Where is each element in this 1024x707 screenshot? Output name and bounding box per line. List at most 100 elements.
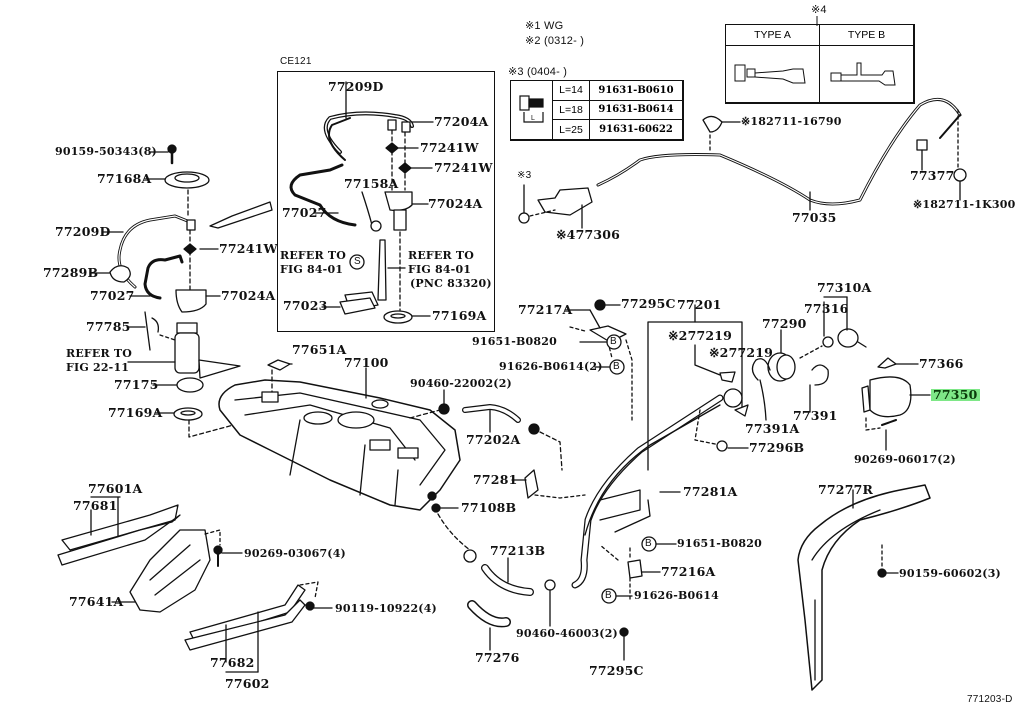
filter-77785 — [126, 311, 176, 351]
part-label[interactable]: 91651-B0820 — [472, 335, 557, 348]
bolt-part-number[interactable]: 91631-B0610 — [590, 81, 683, 101]
part-label[interactable]: 77316 — [804, 301, 849, 316]
part-label[interactable]: 77217A — [518, 302, 573, 317]
pump-bracket-77024A-left — [175, 289, 221, 313]
part-label[interactable]: ※277219 — [668, 328, 733, 343]
type-b-header: TYPE B — [820, 25, 914, 46]
part-label[interactable]: 91651-B0820 — [677, 537, 762, 550]
protector-77641A — [111, 529, 243, 613]
part-label[interactable]: 77277R — [818, 482, 874, 497]
lever-type-table: TYPE A TYPE B — [725, 24, 915, 104]
part-label[interactable]: 77108B — [461, 500, 517, 515]
part-label[interactable]: 77391A — [745, 421, 800, 436]
part-label[interactable]: 77169A — [108, 405, 163, 420]
bolt-length-table: L L=14 91631-B0610 L=18 91631-B0614 L=25… — [510, 80, 684, 141]
filler-pipe-77201 — [571, 304, 749, 589]
part-label[interactable]: 90159-50343(8) — [55, 145, 157, 158]
part-label[interactable]: 77024A — [428, 196, 483, 211]
part-label[interactable]: 77289B — [43, 265, 99, 280]
part-label[interactable]: 77377 — [910, 168, 955, 183]
refer-note: FIG 84-01 — [280, 263, 344, 276]
bolt-icon: L — [511, 81, 553, 140]
part-label[interactable]: 77023 — [283, 298, 328, 313]
part-label[interactable]: 77602 — [225, 676, 270, 691]
part-label[interactable]: 77785 — [86, 319, 131, 334]
part-label[interactable]: 77682 — [210, 655, 255, 670]
part-label[interactable]: 77213B — [490, 543, 546, 558]
part-label[interactable]: 77366 — [919, 356, 964, 371]
part-label[interactable]: 77290 — [762, 316, 807, 331]
part-label[interactable]: 77681 — [73, 498, 118, 513]
fuel-door-77350 — [861, 376, 931, 451]
inset-arrow — [209, 201, 273, 229]
part-label[interactable]: 77024A — [221, 288, 276, 303]
part-label[interactable]: 77281 — [473, 472, 518, 487]
part-label[interactable]: 77310A — [817, 280, 872, 295]
part-label[interactable]: 77027 — [282, 205, 327, 220]
refer-note: REFER TO — [280, 249, 347, 262]
part-label[interactable]: 90159-60602(3) — [899, 567, 1001, 580]
retainer-ring-77168A — [144, 171, 210, 189]
inlet-box-77290 — [767, 329, 796, 382]
part-label[interactable]: 77641A — [69, 594, 124, 609]
tube-77027-left — [129, 254, 184, 300]
bolt-length: L=25 — [553, 120, 590, 140]
part-label[interactable]: ※277219 — [709, 345, 774, 360]
part-label[interactable]: 77100 — [344, 355, 389, 370]
hose-77213B — [481, 557, 534, 596]
refer-note: FIG 22-11 — [66, 361, 130, 374]
part-label[interactable]: 77158A — [344, 176, 399, 191]
spring-77391A — [751, 358, 771, 421]
note-2: ※2 (0312- ) — [525, 35, 585, 47]
part-label[interactable]: 90119-10922(4) — [335, 602, 437, 615]
b-mark: B — [613, 361, 620, 372]
part-label[interactable]: 77169A — [432, 308, 487, 323]
part-label[interactable]: 77027 — [90, 288, 135, 303]
part-label[interactable]: 77276 — [475, 650, 520, 665]
inset-code: CE121 — [280, 56, 312, 67]
part-label[interactable]: ※182711-1K300 — [913, 198, 1016, 211]
figure-code: 771203-D — [967, 694, 1013, 705]
part-label[interactable]: 77241W — [420, 140, 479, 155]
type-a-header: TYPE A — [726, 25, 820, 46]
part-label[interactable]: 77241W — [434, 160, 493, 175]
clamp-90460-46003 — [544, 579, 556, 627]
part-label[interactable]: 77391 — [793, 408, 838, 423]
part-label[interactable]: 77281A — [683, 484, 738, 499]
part-label[interactable]: 77201 — [677, 297, 722, 312]
part-label[interactable]: 91626-B0614(2) — [499, 360, 603, 373]
part-label[interactable]: 90460-22002(2) — [410, 377, 512, 390]
part-label[interactable]: 77295C — [589, 663, 644, 678]
part-label[interactable]: 77216A — [661, 564, 716, 579]
liner-77277R — [797, 484, 931, 691]
part-label[interactable]: 77295C — [621, 296, 676, 311]
hose-77276 — [467, 600, 511, 651]
b-bolt-bottom-1 — [641, 536, 677, 552]
part-label[interactable]: 90269-03067(4) — [244, 547, 346, 560]
part-label[interactable]: 77209D — [55, 224, 111, 239]
bolt-part-number[interactable]: 91631-B0614 — [590, 100, 683, 121]
part-label[interactable]: 77202A — [466, 432, 521, 447]
part-label[interactable]: 77204A — [434, 114, 489, 129]
part-label[interactable]: 77209D — [328, 79, 384, 94]
bolt-length: L=18 — [553, 100, 590, 121]
part-label[interactable]: 77241W — [219, 241, 278, 256]
part-label-highlighted[interactable]: 77350 — [931, 387, 980, 402]
bolt-part-number[interactable]: 91631-60622 — [590, 120, 683, 140]
part-label[interactable]: 91626-B0614 — [634, 589, 719, 602]
part-label[interactable]: 77651A — [292, 342, 347, 357]
part-label[interactable]: 77168A — [97, 171, 152, 186]
part-label[interactable]: ※182711-16790 — [741, 115, 842, 128]
fuel-tank-77100 — [218, 359, 471, 551]
note-3: ※3 (0404- ) — [508, 66, 568, 78]
fuel-pump — [127, 322, 241, 379]
part-label[interactable]: 77175 — [114, 377, 159, 392]
part-label[interactable]: 90269-06017(2) — [854, 453, 956, 466]
part-label[interactable]: 77035 — [792, 210, 837, 225]
part-label[interactable]: 77601A — [88, 481, 143, 496]
part-label[interactable]: ※477306 — [556, 227, 621, 242]
refer-note: REFER TO — [408, 249, 475, 262]
part-label[interactable]: 77296B — [749, 440, 805, 455]
part-label[interactable]: 90460-46003(2) — [516, 627, 618, 640]
bracket-77281 — [511, 469, 586, 499]
